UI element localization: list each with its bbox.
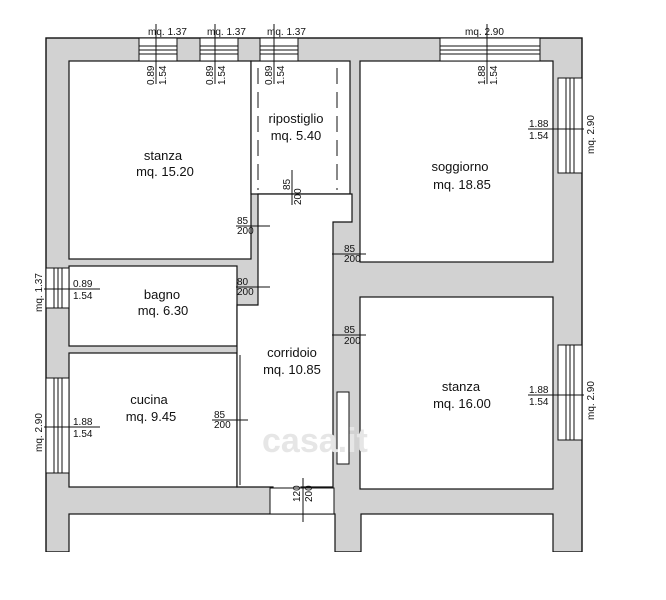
window-top-3-labels: mq. 1.37 0.89 1.54	[264, 24, 306, 85]
svg-text:mq. 1.37: mq. 1.37	[148, 27, 187, 38]
watermark: casa.it	[262, 422, 368, 460]
svg-text:200: 200	[237, 226, 254, 237]
room-name-stanza-left: stanza	[144, 148, 183, 163]
svg-text:mq. 1.37: mq. 1.37	[207, 27, 246, 38]
door-stanza-right-labels: 85 200	[332, 325, 366, 347]
plan-crop	[40, 552, 600, 600]
room-name-corridoio: corridoio	[267, 345, 317, 360]
svg-text:0.89: 0.89	[205, 65, 216, 85]
door-ingresso-labels: 120 200	[292, 478, 315, 522]
svg-text:1.54: 1.54	[73, 429, 93, 440]
room-soggiorno	[359, 60, 554, 263]
room-ripostiglio	[250, 60, 351, 195]
svg-text:mq. 1.37: mq. 1.37	[267, 27, 306, 38]
window-top-2-labels: mq. 1.37 0.89 1.54	[205, 24, 246, 85]
door-ripostiglio-labels: 85 200	[282, 170, 304, 205]
svg-text:80: 80	[237, 277, 249, 288]
svg-text:mq. 2.90: mq. 2.90	[586, 381, 597, 420]
svg-text:85: 85	[344, 325, 356, 336]
room-area-cucina: mq. 9.45	[126, 409, 177, 424]
window-right-2-labels: 1.88 mq. 2.90 1.54	[528, 381, 597, 420]
entrance-door	[269, 487, 335, 515]
room-stanza-left	[68, 60, 252, 260]
svg-text:mq. 1.37: mq. 1.37	[34, 273, 45, 312]
svg-text:1.88: 1.88	[529, 385, 549, 396]
svg-text:200: 200	[344, 254, 361, 265]
room-area-bagno: mq. 6.30	[138, 303, 189, 318]
room-area-stanza-left: mq. 15.20	[136, 164, 194, 179]
svg-text:1.88: 1.88	[73, 417, 93, 428]
room-bagno	[68, 265, 238, 347]
room-name-cucina: cucina	[130, 392, 168, 407]
door-jamb	[336, 391, 350, 465]
room-area-stanza-right: mq. 16.00	[433, 396, 491, 411]
room-area-corridoio: mq. 10.85	[263, 362, 321, 377]
svg-text:1.54: 1.54	[489, 65, 500, 85]
svg-text:1.54: 1.54	[158, 65, 169, 85]
room-area-ripostiglio: mq. 5.40	[271, 128, 322, 143]
window-right-1-labels: 1.88 1.54 mq. 2.90	[528, 115, 597, 154]
svg-text:mq. 2.90: mq. 2.90	[586, 115, 597, 154]
room-name-stanza-right: stanza	[442, 379, 481, 394]
window-left-2-labels: mq. 2.90 1.88 1.54	[34, 413, 100, 452]
svg-text:1.54: 1.54	[217, 65, 228, 85]
room-cucina	[68, 352, 238, 488]
svg-text:85: 85	[237, 216, 249, 227]
svg-text:0.89: 0.89	[73, 279, 93, 290]
svg-text:1.54: 1.54	[73, 291, 93, 302]
svg-text:mq. 2.90: mq. 2.90	[34, 413, 45, 452]
room-name-ripostiglio: ripostiglio	[269, 111, 324, 126]
svg-text:1.54: 1.54	[529, 131, 549, 142]
svg-text:1.88: 1.88	[477, 65, 488, 85]
svg-text:200: 200	[344, 336, 361, 347]
room-stanza-right	[359, 296, 554, 490]
svg-text:1.54: 1.54	[276, 65, 287, 85]
svg-text:85: 85	[282, 178, 293, 190]
window-left-1-labels: mq. 1.37 0.89 1.54	[34, 273, 100, 312]
svg-text:200: 200	[214, 420, 231, 431]
window-top-4-labels: mq. 2.90 1.88 1.54	[465, 24, 504, 85]
door-soggiorno-labels: 85 200	[332, 244, 366, 265]
room-name-soggiorno: soggiorno	[431, 159, 488, 174]
window-top-1-labels: mq. 1.37 0.89 1.54	[146, 24, 187, 85]
svg-text:1.88: 1.88	[529, 119, 549, 130]
svg-text:200: 200	[293, 188, 304, 205]
svg-text:85: 85	[344, 244, 356, 255]
svg-text:120: 120	[292, 485, 303, 502]
room-name-bagno: bagno	[144, 287, 180, 302]
door-stanza-left-labels: 85 200	[236, 216, 270, 237]
svg-text:0.89: 0.89	[146, 65, 157, 85]
svg-text:200: 200	[237, 287, 254, 298]
svg-text:1.54: 1.54	[529, 397, 549, 408]
svg-text:mq. 2.90: mq. 2.90	[465, 27, 504, 38]
door-cucina-labels: 85 200	[212, 410, 248, 431]
door-bagno-labels: 80 200	[236, 277, 270, 298]
svg-text:85: 85	[214, 410, 226, 421]
room-area-soggiorno: mq. 18.85	[433, 177, 491, 192]
svg-text:0.89: 0.89	[264, 65, 275, 85]
svg-text:200: 200	[304, 485, 315, 502]
